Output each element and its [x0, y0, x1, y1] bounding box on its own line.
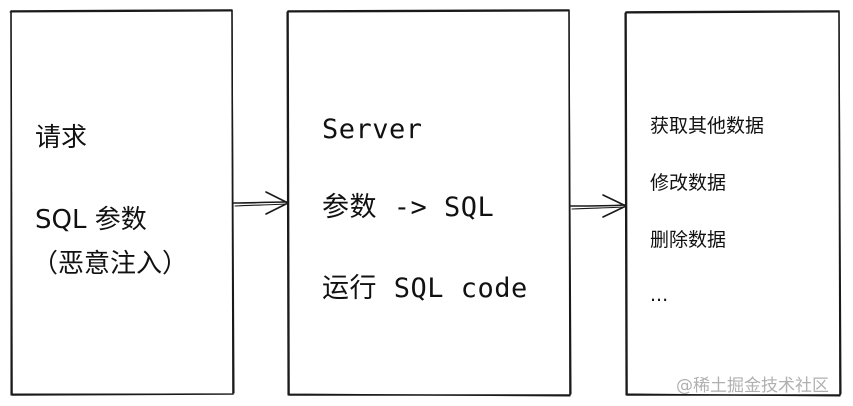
- db-modify-data-label: 修改数据: [650, 172, 727, 194]
- server-box: [286, 9, 572, 397]
- client-box: [9, 9, 235, 396]
- server-title-label: Server: [322, 114, 423, 145]
- db-delete-data-label: 删除数据: [650, 229, 727, 251]
- client-sql-params-label: SQL 参数: [35, 205, 147, 235]
- client-request-label: 请求: [35, 123, 88, 153]
- db-fetch-other-data-label: 获取其他数据: [650, 115, 765, 137]
- client-injection-label: （恶意注入）: [32, 249, 189, 279]
- watermark-text: @稀土掘金技术社区: [676, 376, 829, 396]
- arrow-client-to-server: [233, 191, 289, 215]
- db-ellipsis-label: ...: [650, 284, 669, 306]
- server-params-to-sql-label: 参数 -> SQL: [322, 192, 495, 223]
- arrow-server-to-database: [570, 194, 627, 218]
- database-box: [624, 10, 842, 397]
- server-run-sql-label: 运行 SQL code: [322, 273, 528, 304]
